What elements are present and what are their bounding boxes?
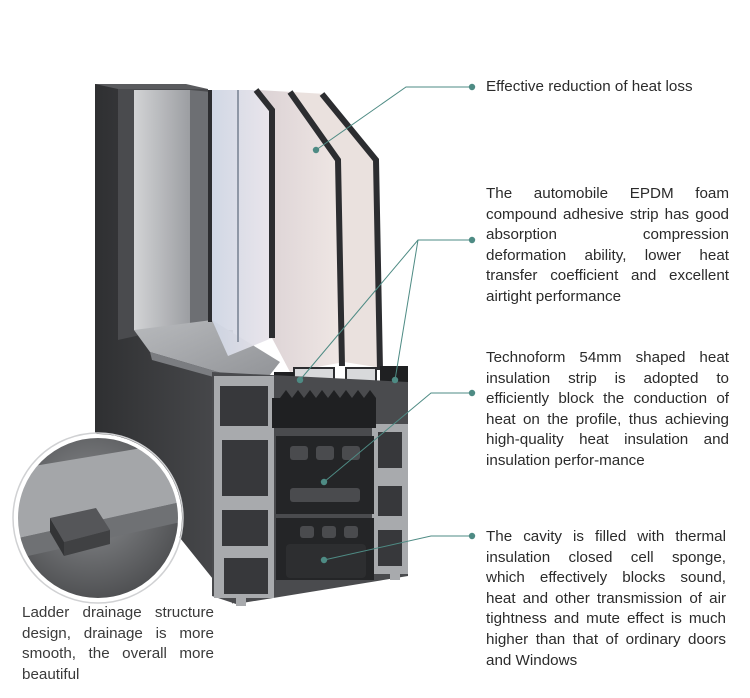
leader-line-heat-loss	[315, 86, 472, 151]
sash-sill	[134, 320, 280, 385]
leader-dot-cavity	[468, 532, 476, 540]
glass-pane-inner	[212, 90, 272, 356]
leader-dot-insulation	[468, 389, 476, 397]
break-hole-4	[290, 488, 360, 502]
alu-chamber-3	[222, 510, 268, 546]
callout-drainage: Ladder drainage structure design, draina…	[22, 604, 214, 683]
thermal-break-upper	[272, 398, 376, 428]
profile-cross-section	[212, 372, 408, 606]
callout-heat-loss: Effective reduction of heat loss	[486, 78, 693, 95]
alu-chamber-5	[378, 432, 402, 468]
triple-glazing	[208, 88, 383, 372]
leader-dot-insulation-end	[320, 478, 328, 486]
break-hole-1	[290, 446, 308, 460]
thermal-break-teeth	[280, 390, 376, 398]
callout-insulation-strip: Technoform 54mm shaped heat insulation s…	[486, 349, 729, 469]
profile-foot-left	[236, 594, 246, 606]
callout-epdm-strip: The automobile EPDM foam compound adhesi…	[486, 185, 729, 305]
break-hole-6	[322, 526, 336, 538]
outer-frame-top	[95, 84, 208, 89]
break-hole-3	[342, 446, 360, 460]
leader-dot-heat-loss-end	[312, 146, 320, 154]
alu-chamber-1	[220, 386, 268, 426]
alu-chamber-6	[378, 486, 402, 516]
alu-chamber-2	[222, 440, 268, 496]
leader-line-insulation	[323, 392, 472, 483]
leader-line-cavity	[323, 535, 472, 561]
drainage-zoom	[12, 432, 184, 604]
leader-dot-epdm-end-b	[391, 376, 399, 384]
alu-chamber-4	[224, 558, 268, 594]
glass-pane-middle	[258, 90, 344, 372]
leader-line-epdm-b	[394, 239, 419, 381]
zoom-circle-border	[14, 434, 182, 602]
leader-dot-cavity-end	[320, 556, 328, 564]
sash-rebate	[190, 90, 212, 330]
break-hole-7	[344, 526, 358, 538]
glass-edge-2	[287, 90, 345, 367]
alu-chamber-7	[378, 530, 402, 566]
leader-lines	[299, 86, 472, 561]
sash-face	[134, 90, 190, 330]
callout-cavity-sponge: The cavity is filled with thermal insula…	[486, 528, 726, 669]
glass-pane-outer	[292, 92, 382, 368]
leader-dot-heat-loss	[468, 83, 476, 91]
zoom-circle-ring	[12, 432, 184, 604]
drainage-cap-icon	[50, 508, 110, 556]
break-hole-5	[300, 526, 314, 538]
profile-foot-right	[390, 568, 400, 580]
glass-edge-1	[253, 88, 275, 338]
leader-dot-epdm-end-a	[296, 376, 304, 384]
leader-dot-epdm	[468, 236, 476, 244]
break-hole-2	[316, 446, 334, 460]
glass-edge-3	[319, 92, 383, 371]
leader-dots	[296, 83, 476, 564]
